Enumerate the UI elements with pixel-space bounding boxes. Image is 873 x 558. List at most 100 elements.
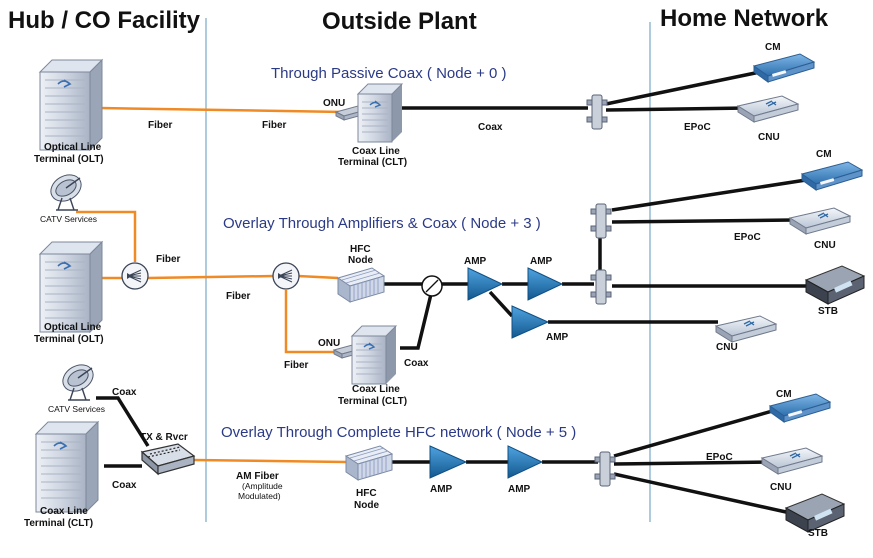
coax-label-3a: Coax xyxy=(112,387,137,398)
coax-cnu-3 xyxy=(613,460,771,466)
stb-label-3: STB xyxy=(808,528,828,539)
fiber-splitter-2a xyxy=(121,262,149,290)
clt3-label-line2: Terminal (CLT) xyxy=(24,518,93,529)
fiber-label-1a: Fiber xyxy=(148,120,173,131)
amp-3b xyxy=(507,445,544,479)
cm-modem-1 xyxy=(753,53,815,83)
coax-clt-2 xyxy=(400,289,434,350)
header-home: Home Network xyxy=(660,5,829,32)
olt2-label-line2: Terminal (OLT) xyxy=(34,334,104,345)
header-hub: Hub / CO Facility xyxy=(8,7,201,34)
cm-label-2: CM xyxy=(816,149,832,160)
clt3-label-line1: Coax Line xyxy=(40,506,88,517)
hfc2-label-line1: HFC xyxy=(350,244,371,255)
coax-label-3b: Coax xyxy=(112,480,137,491)
catv-label-2: CATV Services xyxy=(40,214,97,224)
clt1-label-line2: Terminal (CLT) xyxy=(338,157,407,168)
clt-box-2 xyxy=(351,325,397,385)
stb-box-3 xyxy=(785,493,845,533)
coupler-2-slash xyxy=(425,279,439,293)
onu-label-2: ONU xyxy=(318,338,340,349)
epoc-label-1: EPoC xyxy=(684,122,711,133)
cm-label-3: CM xyxy=(776,389,792,400)
coax-drop-cm1 xyxy=(605,70,761,106)
clt-box-1 xyxy=(357,83,403,143)
catv-dish-3 xyxy=(57,358,99,401)
amp-label-3a: AMP xyxy=(430,484,453,495)
cnu-label-1: CNU xyxy=(758,132,780,143)
hfc3-label-line1: HFC xyxy=(356,488,377,499)
fiber-line-2c xyxy=(284,290,334,354)
splitter-2a xyxy=(590,203,612,239)
fiber-splitter-2b xyxy=(272,262,300,290)
clt1-label-line1: Coax Line xyxy=(352,146,400,157)
olt1-label-line1: Optical Line xyxy=(44,142,102,153)
splitter-1 xyxy=(586,94,608,130)
coax-stb-3 xyxy=(613,472,787,514)
amp-2a xyxy=(467,267,504,301)
fiber-line-2a xyxy=(147,274,275,280)
cnu-modem-2b xyxy=(715,315,777,343)
splitter-3 xyxy=(594,451,616,487)
cm-modem-2 xyxy=(801,161,863,191)
hfc2-label-line2: Node xyxy=(348,255,373,266)
hfc-node-3 xyxy=(345,445,393,481)
olt2-label-line1: Optical Line xyxy=(44,322,102,333)
fiber-label-2c: Fiber xyxy=(284,360,309,371)
catv-dish-2 xyxy=(45,168,87,211)
coax-catv-3 xyxy=(96,396,150,447)
coax-cm-2 xyxy=(611,178,807,212)
coax-cnu-2a xyxy=(611,218,795,224)
olt1-label-line2: Terminal (OLT) xyxy=(34,154,104,165)
olt-rack-1 xyxy=(39,59,103,151)
fiber-line-2b xyxy=(297,274,339,280)
epoc-label-3: EPoC xyxy=(706,452,733,463)
amp-label-2c: AMP xyxy=(546,332,569,343)
cnu-modem-2a xyxy=(789,207,851,235)
fiber-label-2b: Fiber xyxy=(226,291,251,302)
cnu-modem-3 xyxy=(761,447,823,475)
hfc-node-2 xyxy=(337,267,385,303)
amfiber-line-3 xyxy=(193,458,347,464)
coax-drop-cnu1 xyxy=(605,106,749,112)
section2-title: Overlay Through Amplifiers & Coax ( Node… xyxy=(223,215,541,232)
splitter-2b xyxy=(590,269,612,305)
hfc3-label-line2: Node xyxy=(354,500,379,511)
section1-title: Through Passive Coax ( Node + 0 ) xyxy=(271,65,507,82)
epoc-label-2: EPoC xyxy=(734,232,761,243)
clt-rack-3 xyxy=(35,421,99,513)
coax-branch-2 xyxy=(488,290,514,318)
amp-label-3b: AMP xyxy=(508,484,531,495)
section3-title: Overlay Through Complete HFC network ( N… xyxy=(221,424,576,441)
header-outside: Outside Plant xyxy=(322,8,477,35)
amp-label-2b: AMP xyxy=(530,256,553,267)
fiber-label-2a: Fiber xyxy=(156,254,181,265)
cnu-label-2a: CNU xyxy=(814,240,836,251)
amp-2b xyxy=(527,267,564,301)
cnu-label-3: CNU xyxy=(770,482,792,493)
coax-label-1: Coax xyxy=(478,122,503,133)
amp-3a xyxy=(429,445,468,479)
fiber-label-1b: Fiber xyxy=(262,120,287,131)
coax-cm-3 xyxy=(613,408,777,458)
stb-box-2 xyxy=(805,265,865,305)
cnu-modem-1 xyxy=(737,95,799,123)
catv-label-3: CATV Services xyxy=(48,404,105,414)
clt2-label-line1: Coax Line xyxy=(352,384,400,395)
cm-label-1: CM xyxy=(765,42,781,53)
cnu-label-2b: CNU xyxy=(716,342,738,353)
coax-label-2: Coax xyxy=(404,358,429,369)
amp-2c xyxy=(511,305,550,339)
amp-label-2a: AMP xyxy=(464,256,487,267)
fiber-line-1 xyxy=(99,106,345,114)
txrx-label-3: TX & Rvcr xyxy=(140,432,188,443)
fiber-catv-2 xyxy=(76,210,137,262)
amfiber-label-line3: Modulated) xyxy=(238,491,281,501)
onu-label-1: ONU xyxy=(323,98,345,109)
clt2-label-line2: Terminal (CLT) xyxy=(338,396,407,407)
stb-label-2: STB xyxy=(818,306,838,317)
amfiber-label-line2: (Amplitude xyxy=(242,481,283,491)
tx-rvcr-3 xyxy=(141,443,195,475)
olt-rack-2 xyxy=(39,241,103,333)
